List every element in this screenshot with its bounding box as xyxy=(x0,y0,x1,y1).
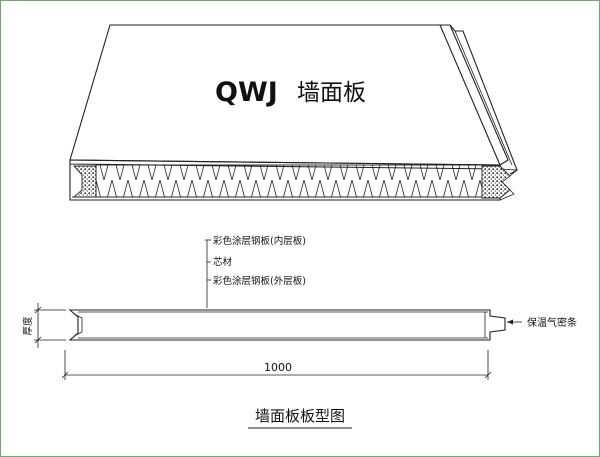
panel-core-section xyxy=(95,164,483,198)
thickness-dimension xyxy=(34,303,66,348)
panel-tongue-ridge-2 xyxy=(449,24,518,175)
label-core: 芯材 xyxy=(213,256,233,268)
label-inner-layer: 彩色涂层钢板(内层板) xyxy=(213,235,306,247)
product-code: QWJ xyxy=(215,77,278,108)
panel-3d-view xyxy=(69,24,519,201)
label-seal-strip: 保温气密条 xyxy=(527,316,577,329)
width-dimension xyxy=(61,350,492,380)
panel-right-seal xyxy=(481,165,511,199)
panel-left-seal xyxy=(72,165,97,198)
panel-top-face xyxy=(69,24,501,166)
diagram-caption: 墙面板板型图 xyxy=(255,407,345,425)
label-width: 1000 xyxy=(264,361,292,374)
panel-profile-outline xyxy=(68,309,506,341)
label-thickness: 厚度 xyxy=(22,316,34,336)
panel-tongue-ridge xyxy=(440,24,509,166)
product-name: 墙面板 xyxy=(297,80,366,106)
label-outer-layer: 彩色涂层钢板(外层板) xyxy=(213,275,306,287)
panel-profile-view xyxy=(34,239,522,380)
